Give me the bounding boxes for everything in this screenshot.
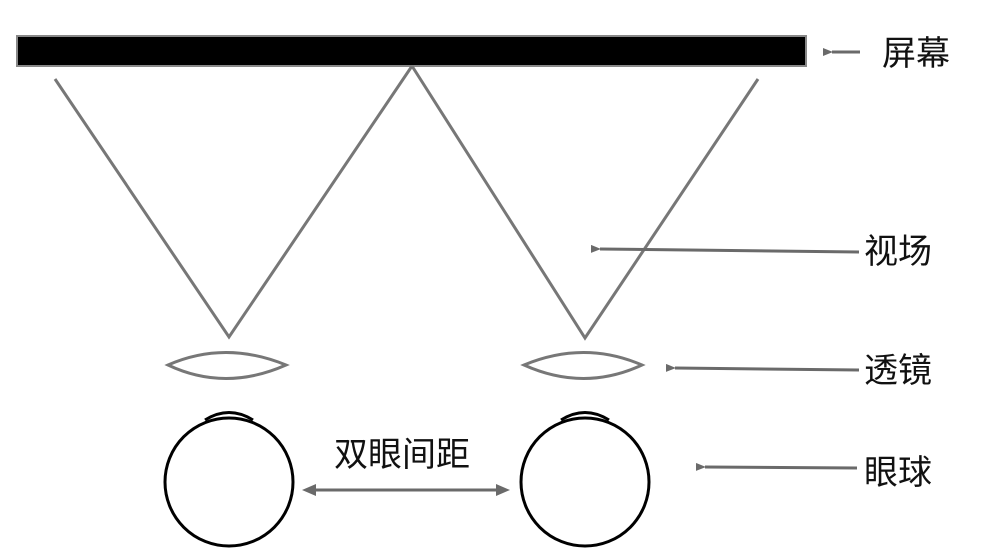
right-eyeball	[519, 416, 651, 548]
eyeball-arrow	[695, 462, 858, 471]
ipd-left-arrowhead	[302, 484, 316, 496]
right-lens	[520, 351, 646, 380]
lens-label: 透镜	[864, 351, 932, 391]
lens-arrow	[665, 363, 860, 372]
right-field-of-view-lines	[410, 65, 760, 341]
left-field-of-view-lines	[53, 65, 414, 340]
left-cornea	[204, 411, 254, 422]
field-of-view-arrow	[590, 244, 860, 254]
left-eyeball	[163, 416, 295, 548]
left-lens	[164, 351, 290, 380]
right-cornea	[560, 411, 610, 422]
eyeball-label: 眼球	[864, 453, 932, 493]
interpupillary-distance-label: 双眼间距	[334, 435, 470, 475]
field-of-view-label: 视场	[864, 232, 932, 272]
screen-bar	[16, 35, 807, 67]
ipd-right-arrowhead	[496, 484, 510, 496]
screen-label: 屏幕	[882, 34, 950, 74]
